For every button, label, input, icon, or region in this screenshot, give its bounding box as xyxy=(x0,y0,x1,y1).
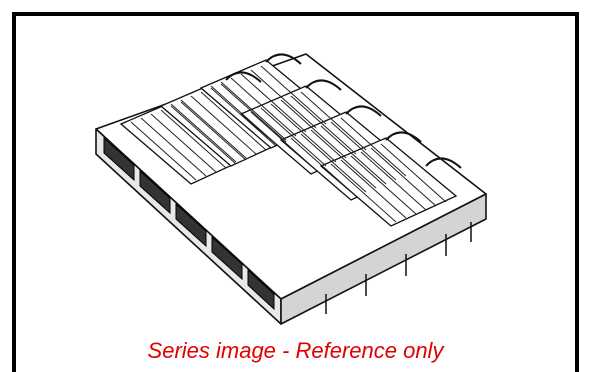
connector-cage-drawing xyxy=(95,53,487,325)
product-illustration xyxy=(76,34,496,334)
caption-text: Series image - Reference only xyxy=(147,338,444,363)
image-frame: Series image - Reference only xyxy=(12,12,579,372)
